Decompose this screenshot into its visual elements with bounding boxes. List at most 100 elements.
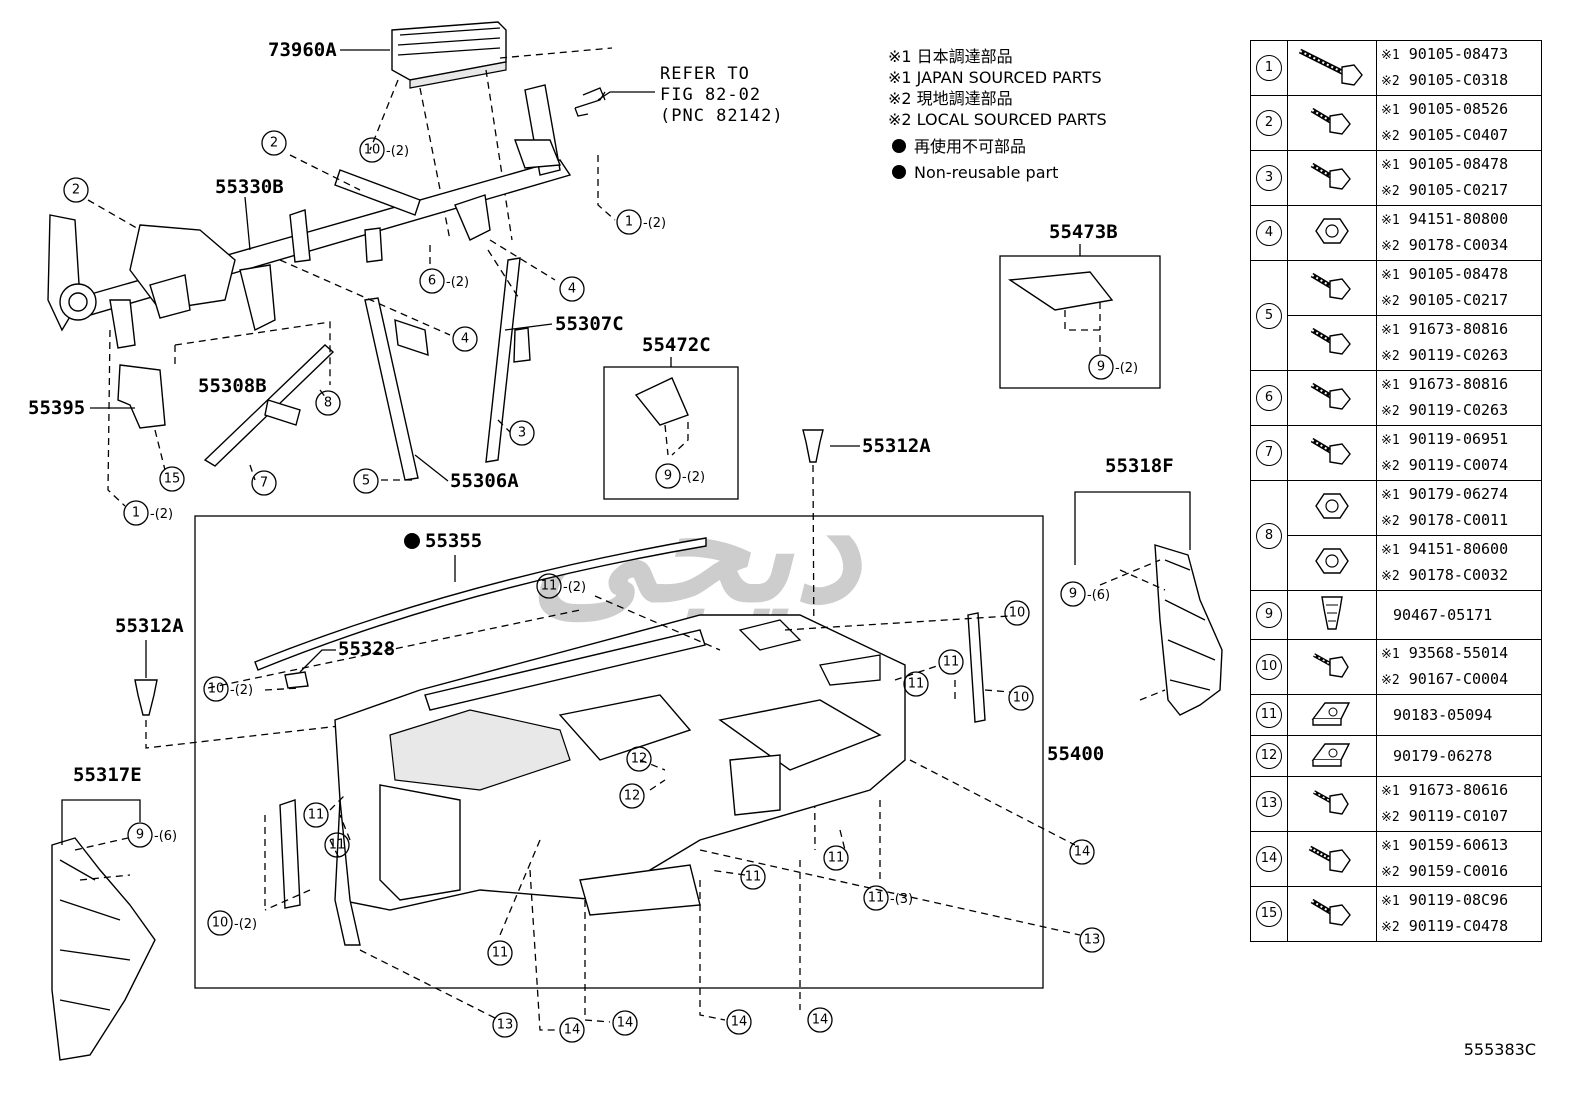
- fastener-number-cell: 6: [1250, 370, 1288, 426]
- fastener-number: 15: [1256, 901, 1282, 927]
- callout-11: 11: [487, 940, 513, 966]
- svg-text:14: 14: [812, 1013, 829, 1028]
- callout-10-2: 10-(2): [359, 137, 409, 163]
- source-mark: ※1: [1381, 488, 1400, 503]
- note-japan-en: ※1 JAPAN SOURCED PARTS: [888, 68, 1102, 87]
- callout-1-2: 1-(2): [123, 500, 173, 526]
- fastener-part-numbers: ※1 90119-08C96※2 90119-C0478: [1376, 886, 1542, 942]
- fastener-number: 3: [1256, 165, 1282, 191]
- callout-14: 14: [807, 1007, 833, 1033]
- side-panel-55317E: 55317E: [51, 764, 156, 1061]
- source-mark: ※2: [1381, 569, 1400, 584]
- fastener-part-numbers: ※1 90105-08478※2 90105-C0217: [1376, 260, 1542, 316]
- callout-12: 12: [626, 746, 652, 772]
- svg-text:9: 9: [1069, 587, 1077, 602]
- refer-to-note: REFER TO FIG 82-02 (PNC 82142): [597, 64, 783, 126]
- callout-10-2: 10-(2): [203, 676, 253, 702]
- fastener-number-cell: 3: [1250, 150, 1288, 206]
- fastener-part-numbers: ※1 90105-08473※2 90105-C0318: [1376, 40, 1542, 96]
- svg-text:11: 11: [868, 891, 885, 906]
- part-number: 90467-05171: [1393, 606, 1493, 624]
- long-bolt-icon: [1287, 40, 1377, 96]
- fastener-number: 6: [1256, 385, 1282, 411]
- label-55472C: 55472C: [642, 334, 711, 356]
- part-number-japan: 90119-08C96: [1408, 891, 1509, 909]
- fastener-number-cell: 11: [1250, 694, 1288, 736]
- svg-text:10: 10: [1013, 691, 1030, 706]
- source-mark: ※1: [1381, 647, 1400, 662]
- svg-text:7: 7: [260, 476, 268, 491]
- callouts: 10-(2) 2 2 1-(2) 6-(2) 4 4 8 3 15 7 5 1-…: [63, 130, 1138, 1043]
- source-mark: ※2: [1381, 459, 1400, 474]
- part-number-local: 90119-C0107: [1408, 807, 1509, 825]
- part-number-local: 90119-C0478: [1408, 917, 1509, 935]
- callout-11: 11: [903, 671, 929, 697]
- part-number-local: 90105-C0217: [1408, 291, 1509, 309]
- fastener-row: 4※1 94151-80800※2 90178-C0034: [1250, 205, 1542, 261]
- bolt-icon: [1287, 315, 1377, 371]
- fastener-number: 1: [1256, 55, 1282, 81]
- fastener-row: ※1 94151-80600※2 90178-C0032: [1251, 535, 1542, 591]
- svg-text:10: 10: [212, 916, 229, 931]
- fastener-number: 4: [1256, 220, 1282, 246]
- part-number-japan: 90159-60613: [1408, 836, 1509, 854]
- part-number-local: 90105-C0217: [1408, 181, 1509, 199]
- note-nonreuse-en: Non-reusable part: [914, 163, 1058, 182]
- part-number-local: 90159-C0016: [1408, 862, 1509, 880]
- bolt-icon: [1287, 150, 1377, 206]
- svg-text:-(2): -(2): [230, 683, 253, 698]
- part-number-japan: 90105-08526: [1408, 100, 1509, 118]
- part-number: 90183-05094: [1393, 706, 1493, 724]
- part-number-japan: 90119-06951: [1408, 430, 1509, 448]
- fastener-number: 7: [1256, 440, 1282, 466]
- svg-text:13: 13: [1084, 933, 1101, 948]
- label-55473B: 55473B: [1049, 221, 1118, 243]
- part-number-japan: 94151-80800: [1408, 210, 1509, 228]
- callout-10: 10: [1008, 685, 1034, 711]
- source-mark: ※1: [1381, 839, 1400, 854]
- fastener-part-numbers: ※1 94151-80600※2 90178-C0032: [1376, 535, 1542, 591]
- fastener-number-cell: 12: [1250, 735, 1288, 777]
- svg-text:15: 15: [164, 472, 181, 487]
- callout-5: 5: [353, 468, 379, 494]
- callout-14: 14: [726, 1009, 752, 1035]
- part-number-local: 90119-C0263: [1408, 401, 1509, 419]
- svg-text:8: 8: [324, 396, 332, 411]
- svg-text:11: 11: [908, 677, 925, 692]
- svg-text:14: 14: [617, 1016, 634, 1031]
- fastener-number-cell: 8: [1250, 480, 1288, 591]
- svg-text:11: 11: [541, 579, 558, 594]
- svg-text:-(3): -(3): [890, 892, 913, 907]
- fastener-row: 3※1 90105-08478※2 90105-C0217: [1250, 150, 1542, 206]
- svg-text:14: 14: [1074, 845, 1091, 860]
- label-73960A: 73960A: [268, 39, 337, 61]
- callout-2: 2: [63, 177, 89, 203]
- source-mark: ※1: [1381, 213, 1400, 228]
- fastener-row: 2※1 90105-08526※2 90105-C0407: [1250, 95, 1542, 151]
- svg-text:12: 12: [631, 752, 648, 767]
- fastener-number-cell: 4: [1250, 205, 1288, 261]
- illustration-code: 555383C: [1463, 1040, 1536, 1059]
- svg-text:11: 11: [828, 851, 845, 866]
- source-mark: ※1: [1381, 323, 1400, 338]
- svg-text:14: 14: [564, 1023, 581, 1038]
- callout-9-2: 9-(2): [1088, 354, 1138, 380]
- callout-10: 10: [1004, 600, 1030, 626]
- callout-7: 7: [251, 470, 277, 496]
- screw-icon: [1287, 639, 1377, 695]
- callout-14: 14: [559, 1017, 585, 1043]
- instrument-panel-55400: [334, 614, 906, 946]
- label-55307C: 55307C: [555, 313, 624, 335]
- label-55355: 55355: [425, 530, 482, 552]
- callout-11: 11: [324, 832, 350, 858]
- source-mark: ※2: [1381, 349, 1400, 364]
- svg-text:5: 5: [362, 474, 370, 489]
- non-reusable-dot-icon: [892, 165, 906, 179]
- svg-text:-(2): -(2): [682, 470, 705, 485]
- source-mark: ※1: [1381, 543, 1400, 558]
- part-number-local: 90105-C0318: [1408, 71, 1509, 89]
- svg-text:11: 11: [329, 838, 346, 853]
- part-number-japan: 90105-08478: [1408, 265, 1509, 283]
- source-mark: ※1: [1381, 48, 1400, 63]
